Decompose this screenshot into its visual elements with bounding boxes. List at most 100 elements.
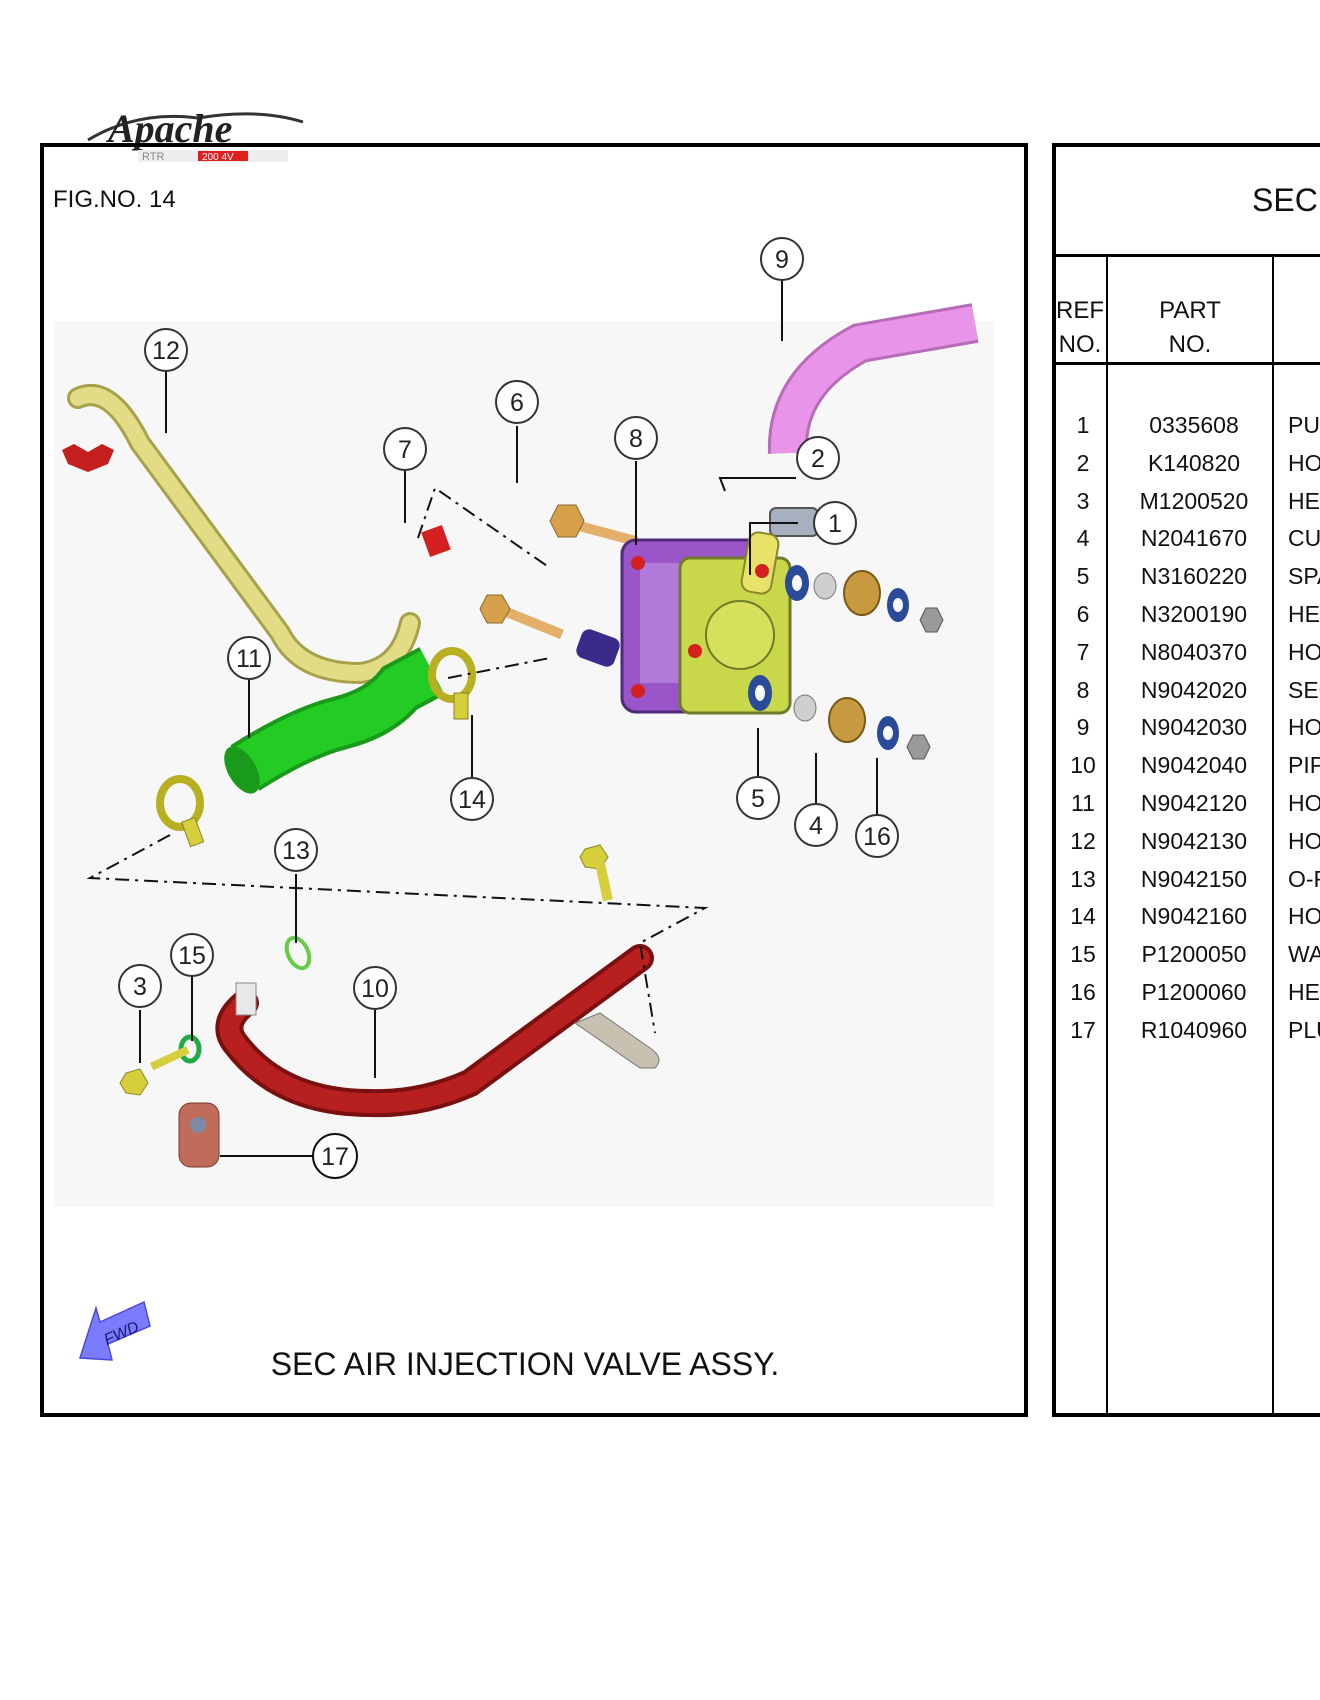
figure-frame [40,143,1028,1417]
exploded-diagram: 9 2 1 3 4 5 6 7 8 10 11 12 13 14 15 16 1… [54,237,994,1206]
svg-text:3: 3 [133,973,147,1001]
svg-text:10: 10 [361,975,389,1003]
svg-text:16: 16 [863,823,891,851]
clamp-14 [428,647,476,720]
part-no: N9042020 [1140,676,1248,703]
part-no: K140820 [1147,449,1241,476]
header-part: PART NO. [1159,297,1221,358]
part-no: M1200520 [1139,487,1249,514]
description: PLU [1288,1016,1320,1043]
col-divider-ref [1106,256,1108,1416]
description: HOS [1288,790,1320,816]
description: HOS [1288,714,1320,741]
part-no: N3200190 [1140,601,1248,627]
description: CUS [1288,525,1320,552]
figure-caption: SEC AIR INJECTION VALVE ASSY. [270,1346,780,1382]
callout-17: 17 [312,1133,358,1179]
svg-text:11: 11 [236,645,262,673]
svg-text:1: 1 [828,510,842,538]
description: PUI [1288,412,1320,438]
part-no: N2041670 [1140,525,1248,552]
callout-2: 2 [796,436,840,480]
part-no: N9042160 [1140,903,1248,930]
ref-no: 12 [1070,827,1096,854]
callout-13: 13 [274,828,318,872]
bolt-2nd [479,594,564,639]
description: HEX [1288,979,1320,1005]
svg-text:8: 8 [629,425,643,453]
parts-table [1052,143,1320,1417]
header-ref: REF NO. [1056,297,1104,358]
col-divider-part [1272,256,1274,1416]
svg-text:15: 15 [178,942,206,970]
part-no: N9042040 [1140,752,1248,779]
part-no: N8040370 [1140,638,1248,665]
svg-text:200 4V: 200 4V [202,152,234,163]
o-ring-13 [284,935,312,971]
svg-text:5: 5 [751,785,765,813]
svg-text:17: 17 [321,1143,349,1171]
clamp-left [156,775,205,848]
ref-no: 15 [1070,941,1096,968]
ref-no: 4 [1076,525,1090,552]
description: WA [1288,941,1320,968]
part-no: N9042030 [1140,714,1248,741]
part-no: N9042120 [1140,790,1248,816]
bolt-3 [119,1046,190,1096]
svg-text:2: 2 [811,445,825,473]
plate-17 [178,1102,220,1168]
ref-no: 14 [1070,903,1096,930]
ref-no: 6 [1076,601,1090,627]
ref-no: 3 [1076,487,1090,514]
ref-no: 13 [1070,865,1096,892]
callout-14: 14 [450,777,494,821]
description: SEC [1288,676,1320,703]
description: HOS [1288,903,1320,930]
callout-1: 1 [813,501,857,545]
table-title: SEC [1252,181,1318,218]
part-no: R1040960 [1140,1016,1248,1043]
description: PIP [1288,752,1320,779]
part-no: P1200050 [1141,941,1247,968]
callouts: 9 2 1 3 4 5 6 7 8 10 11 12 13 14 15 16 1… [118,237,899,1179]
callout-16: 16 [855,814,899,858]
ref-no: 11 [1071,790,1095,816]
table-divider [1052,254,1320,257]
callout-12: 12 [144,328,188,372]
clip-red [62,444,114,472]
description: O-F [1288,865,1320,892]
apache-logo: Apache RTR 200 4V [78,100,313,176]
header-divider [1052,362,1320,365]
part-no: N9042130 [1140,827,1248,854]
stack-upper [785,565,944,633]
callout-8: 8 [614,416,658,460]
clip-7 [421,525,451,557]
callout-10: 10 [353,966,397,1010]
svg-text:9: 9 [775,246,789,274]
callout-7: 7 [383,427,427,471]
description: HEX [1288,487,1320,514]
callout-5: 5 [736,776,780,820]
callout-4: 4 [794,803,838,847]
part-no: N9042150 [1140,865,1248,892]
stack-lower [748,675,931,760]
svg-text:12: 12 [152,337,180,365]
figure-number: FIG.NO. 14 [53,186,176,213]
svg-text:RTR: RTR [142,151,164,163]
bolt-pipe [579,844,613,902]
svg-text:6: 6 [510,389,524,417]
description: HOS [1288,827,1320,854]
callout-11: 11 [227,636,271,680]
ref-no: 8 [1076,676,1090,703]
ref-no: 1 [1076,412,1090,438]
svg-text:7: 7 [398,436,412,464]
part-no: 0335608 [1149,412,1239,438]
description: HEX [1288,601,1320,627]
bracket [573,1012,660,1069]
part-no: N3160220 [1140,563,1248,590]
callout-9: 9 [760,237,804,281]
valve-8 [576,531,792,715]
callout-3: 3 [118,964,162,1008]
ref-no: 9 [1076,714,1090,741]
ref-no: 17 [1070,1016,1096,1043]
